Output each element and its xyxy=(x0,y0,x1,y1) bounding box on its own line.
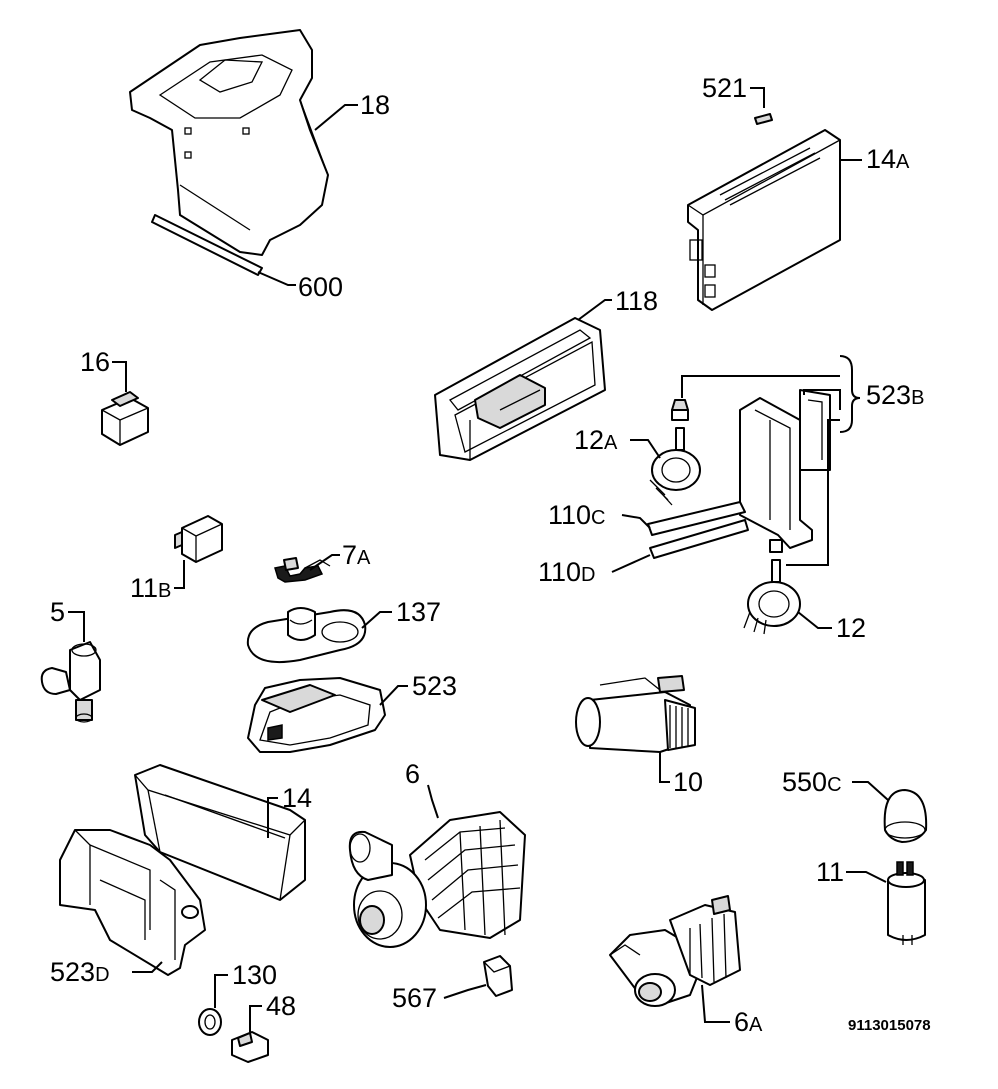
part-550c-cap-drawing xyxy=(883,789,928,843)
part-137-leader xyxy=(361,611,392,629)
part-label-550c: 550C xyxy=(782,767,842,797)
part-6-leader xyxy=(427,784,439,819)
part-10-leader xyxy=(659,752,670,783)
part-label-14: 14 xyxy=(282,783,312,813)
part-110c-leader xyxy=(621,514,651,529)
part-label-10: 10 xyxy=(673,767,703,797)
part-label-110c: 110C xyxy=(548,500,606,530)
part-5-inlet-valve-drawing xyxy=(40,641,101,723)
part-label-18: 18 xyxy=(360,90,390,120)
part-550c-leader xyxy=(852,781,889,801)
part-18-leader xyxy=(314,104,358,131)
part-11b-leader xyxy=(174,560,185,589)
part-521-leader xyxy=(750,87,765,108)
part-14-lid-drawing xyxy=(134,764,306,901)
part-label-137: 137 xyxy=(396,597,441,627)
part-label-14a: 14A xyxy=(866,144,910,174)
part-label-567: 567 xyxy=(392,983,437,1013)
part-label-48: 48 xyxy=(266,991,296,1021)
part-label-600: 600 xyxy=(298,272,343,302)
part-118-leader xyxy=(577,299,612,321)
part-label-5: 5 xyxy=(50,597,65,627)
part-11-leader xyxy=(846,871,887,883)
part-16-leader xyxy=(112,361,127,392)
part-12-pressure-switch-drawing xyxy=(743,559,801,635)
part-label-523: 523 xyxy=(412,671,457,701)
part-567-clip-drawing xyxy=(483,955,513,997)
part-523b-bracket-drawing xyxy=(671,389,831,553)
part-523d-support-drawing xyxy=(59,829,206,976)
part-label-12: 12 xyxy=(836,613,866,643)
part-110d-leader xyxy=(611,554,651,573)
part-6-pump-drawing xyxy=(348,811,526,948)
part-523-leader xyxy=(379,685,408,706)
part-5-leader xyxy=(68,611,85,642)
part-11b-relay-drawing xyxy=(174,515,223,563)
part-labels: 18 600 521 14A 118 16 523B 12A 110C 110D… xyxy=(50,73,931,1037)
part-label-130: 130 xyxy=(232,960,277,990)
part-48-screw-drawing xyxy=(231,1031,269,1063)
part-110c-hose-drawing xyxy=(647,501,746,536)
part-10-heater-drawing xyxy=(575,675,696,753)
part-label-16: 16 xyxy=(80,347,110,377)
part-label-11: 11 xyxy=(816,857,844,887)
part-label-118: 118 xyxy=(615,286,658,316)
part-12-leader xyxy=(797,611,832,629)
part-14-leader xyxy=(267,797,278,838)
part-label-6a: 6A xyxy=(734,1007,763,1037)
part-label-11b: 11B xyxy=(130,573,171,603)
part-523b-leader-low xyxy=(786,419,840,566)
part-523b-leader-mid xyxy=(803,389,841,410)
part-label-6: 6 xyxy=(405,759,420,789)
part-11-capacitor-drawing xyxy=(887,861,926,945)
part-110d-hose-drawing xyxy=(649,519,749,559)
part-6a-drain-pump-drawing xyxy=(609,895,741,1007)
part-130-leader xyxy=(214,974,228,1008)
part-523b-brace xyxy=(839,355,861,433)
part-label-523b: 523B xyxy=(866,380,924,410)
part-6a-leader xyxy=(701,984,730,1023)
part-7a-leader xyxy=(309,554,340,571)
part-118-display-board-drawing xyxy=(434,317,606,461)
part-600-leader xyxy=(257,271,296,286)
document-number: 9113015078 xyxy=(848,1017,931,1034)
part-523-base-drawing xyxy=(247,677,386,753)
part-18-vent-duct-drawing xyxy=(129,29,329,276)
part-48-leader xyxy=(249,1005,262,1032)
part-523d-leader xyxy=(132,961,163,973)
part-label-521: 521 xyxy=(702,73,747,103)
part-137-cover-drawing xyxy=(246,607,367,664)
part-130-seal-drawing xyxy=(198,1008,222,1036)
part-14a-control-module-drawing xyxy=(687,129,841,311)
part-label-12a: 12A xyxy=(574,425,618,455)
part-label-523d: 523D xyxy=(50,957,110,987)
part-12a-leader xyxy=(630,439,661,459)
part-523b-leader-top xyxy=(681,375,840,398)
part-567-leader xyxy=(443,984,487,999)
part-521-clip-drawing xyxy=(754,113,773,125)
part-12a-pressure-switch-drawing xyxy=(649,427,701,506)
part-label-110d: 110D xyxy=(538,557,596,587)
part-16-switch-drawing xyxy=(101,391,149,446)
part-label-7a: 7A xyxy=(342,540,371,570)
